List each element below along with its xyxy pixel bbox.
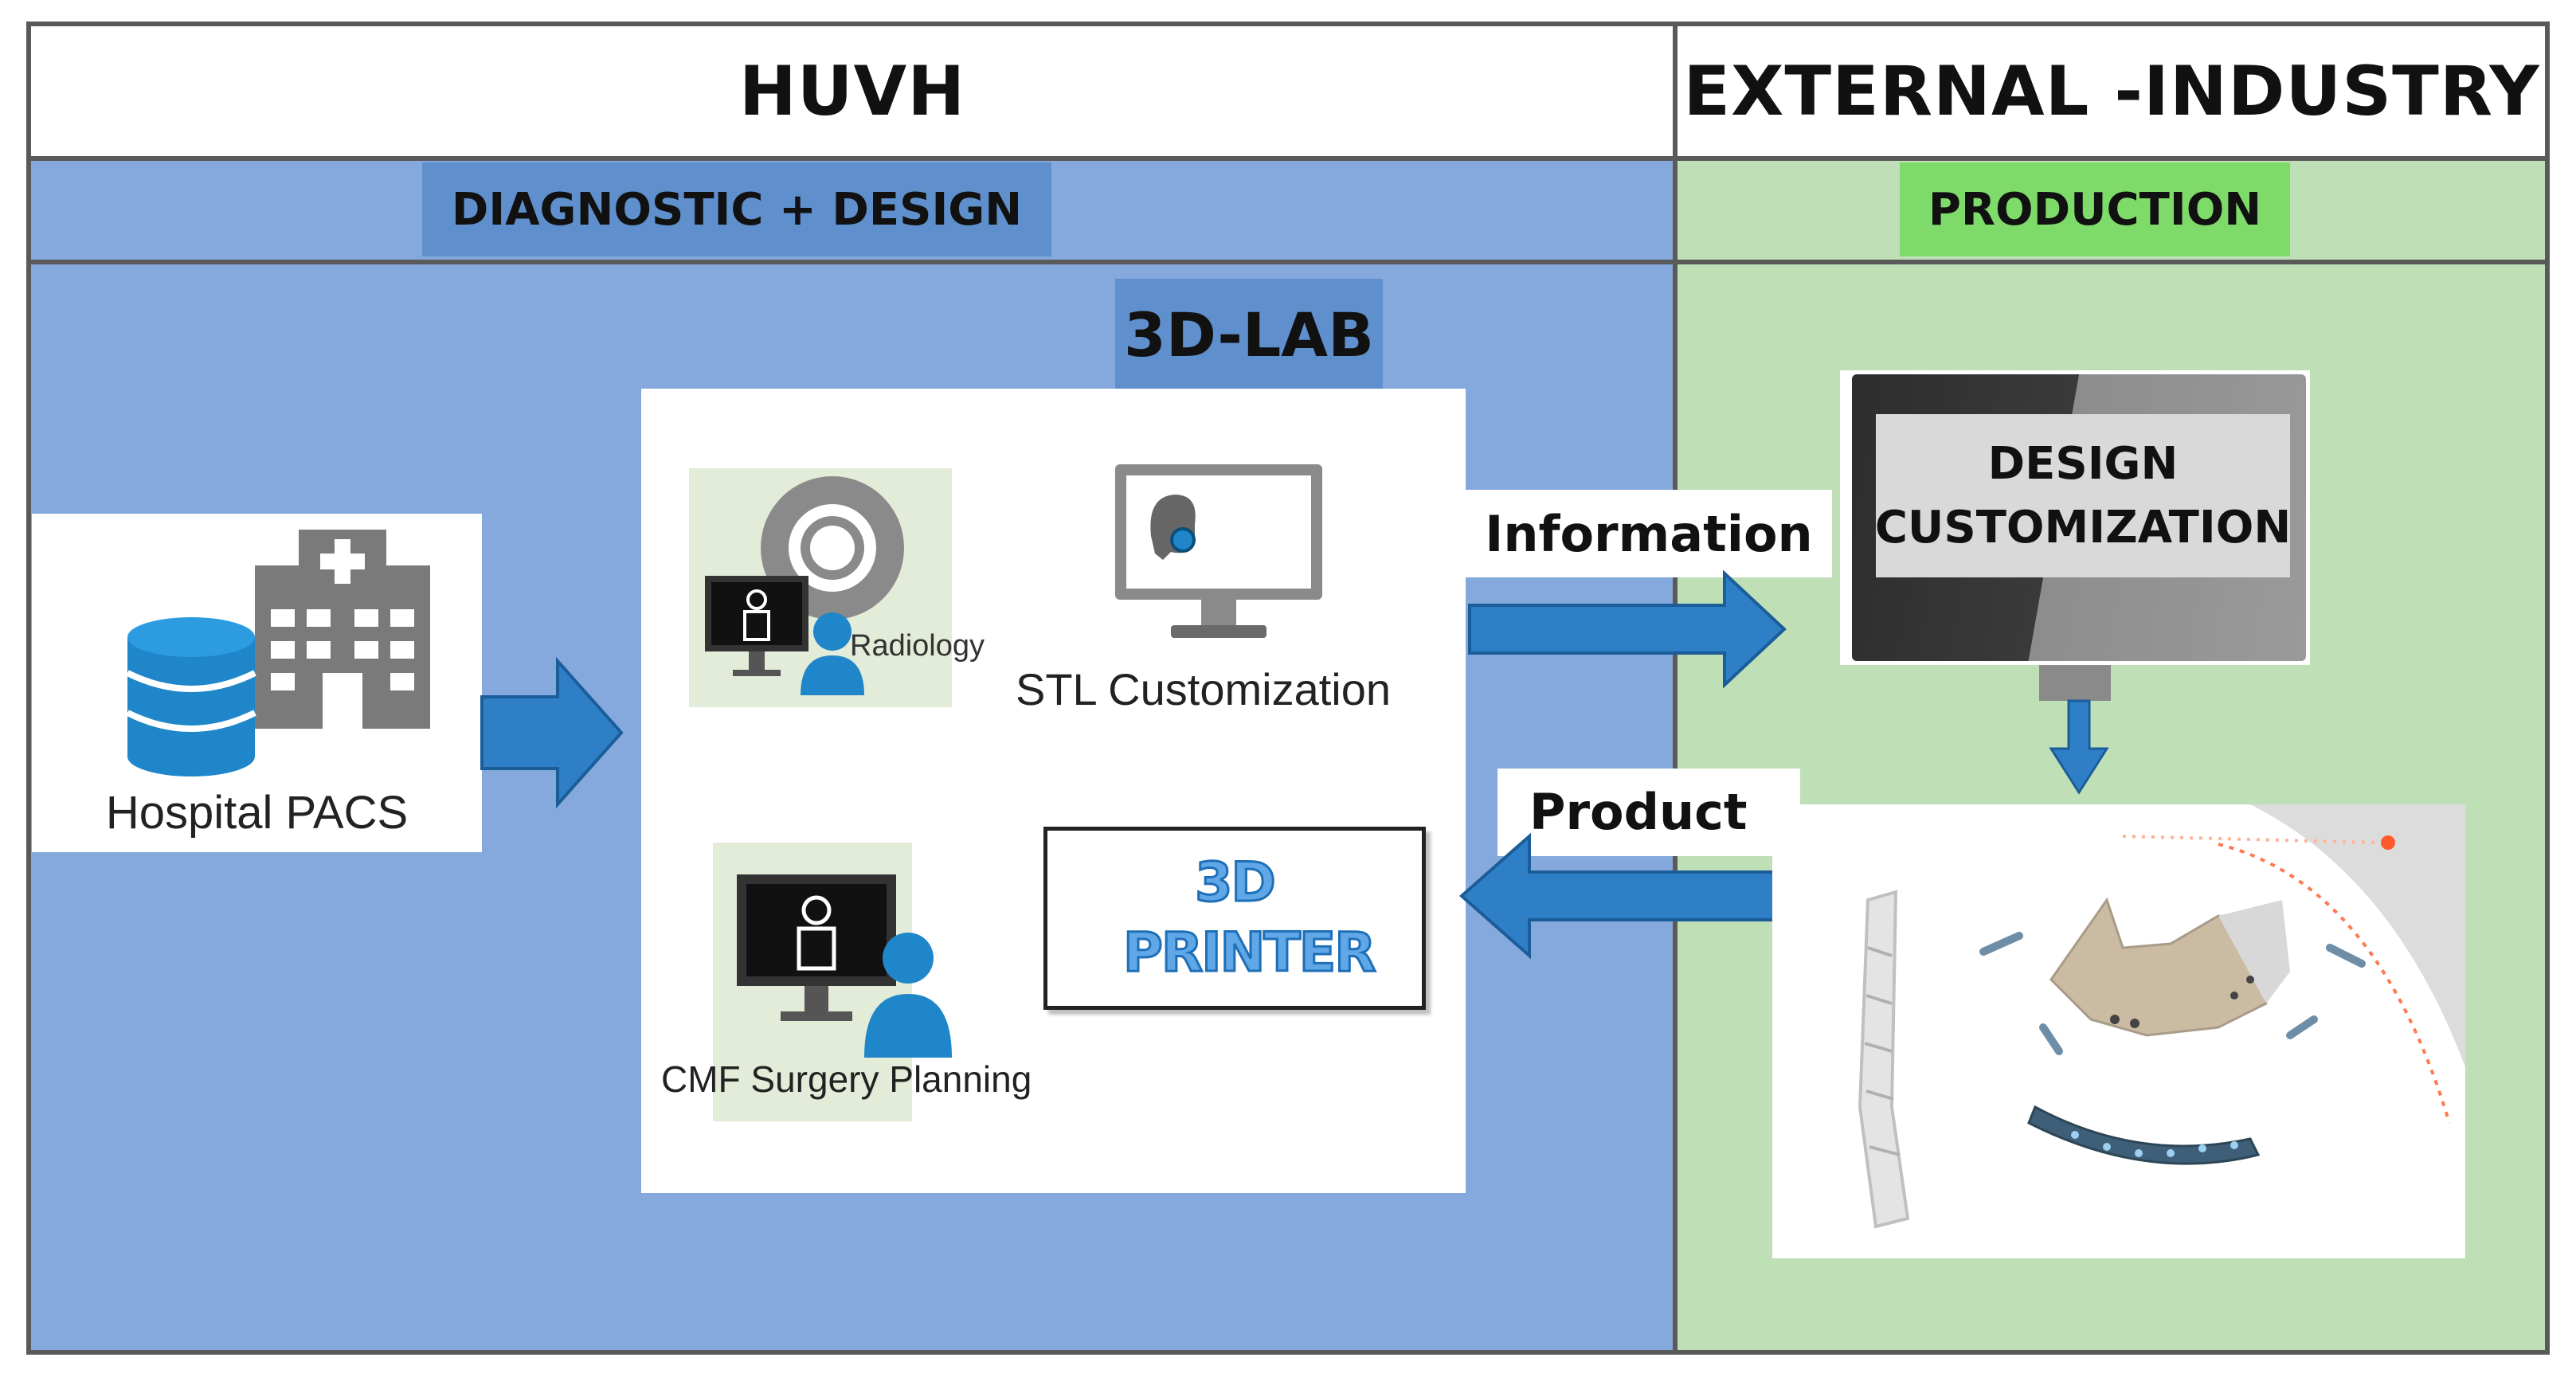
design-monitor-stand [2039, 665, 2111, 701]
design-label-line2: CUSTOMIZATION [1874, 501, 2292, 554]
product-label: Product [1497, 769, 1800, 856]
hospital-pacs-label: Hospital PACS [105, 786, 409, 839]
information-label: Information [1466, 490, 1832, 577]
subtitle-divider [29, 260, 2547, 264]
outer-frame [26, 22, 2550, 1355]
cmf-surgery-planning-label: CMF Surgery Planning [661, 1058, 1032, 1100]
pacs-to-lab-arrow [480, 656, 624, 809]
header-divider [29, 156, 2547, 161]
lab-label: 3D-LAB [1115, 279, 1383, 390]
hospital-building-icon [255, 530, 430, 729]
right-panel-title: EXTERNAL -INDUSTRY [1676, 24, 2547, 159]
lab-box: Radiology STL Customization CMF Surgery … [641, 389, 1466, 1193]
radiology-monitor-icon [705, 576, 864, 695]
3d-printer-label: 3D PRINTER [1122, 851, 1378, 986]
radiology-label: Radiology [850, 629, 985, 663]
database-icon [126, 617, 256, 776]
ct-scanner-icon [761, 476, 904, 620]
printed-implants-image [1858, 804, 2465, 1229]
column-divider [1673, 24, 1678, 1352]
left-panel-title: HUVH [29, 24, 1676, 159]
production-photo [1772, 804, 2465, 1258]
hospital-pacs-box: Hospital PACS [32, 514, 482, 852]
left-panel-subtitle: DIAGNOSTIC + DESIGN [422, 162, 1051, 256]
stl-customization-label: STL Customization [1016, 664, 1391, 714]
3d-printer-box: 3D PRINTER [1043, 827, 1426, 1010]
right-panel-subtitle: PRODUCTION [1900, 162, 2290, 256]
design-label-line1: DESIGN [1987, 437, 2179, 490]
design-customization-box: DESIGN CUSTOMIZATION [1874, 414, 2292, 577]
stl-monitor-icon [1115, 464, 1322, 638]
cmf-monitor-icon [737, 874, 952, 1058]
design-to-production-arrow [2049, 699, 2109, 795]
information-arrow [1468, 569, 1787, 689]
product-arrow [1458, 832, 1778, 960]
